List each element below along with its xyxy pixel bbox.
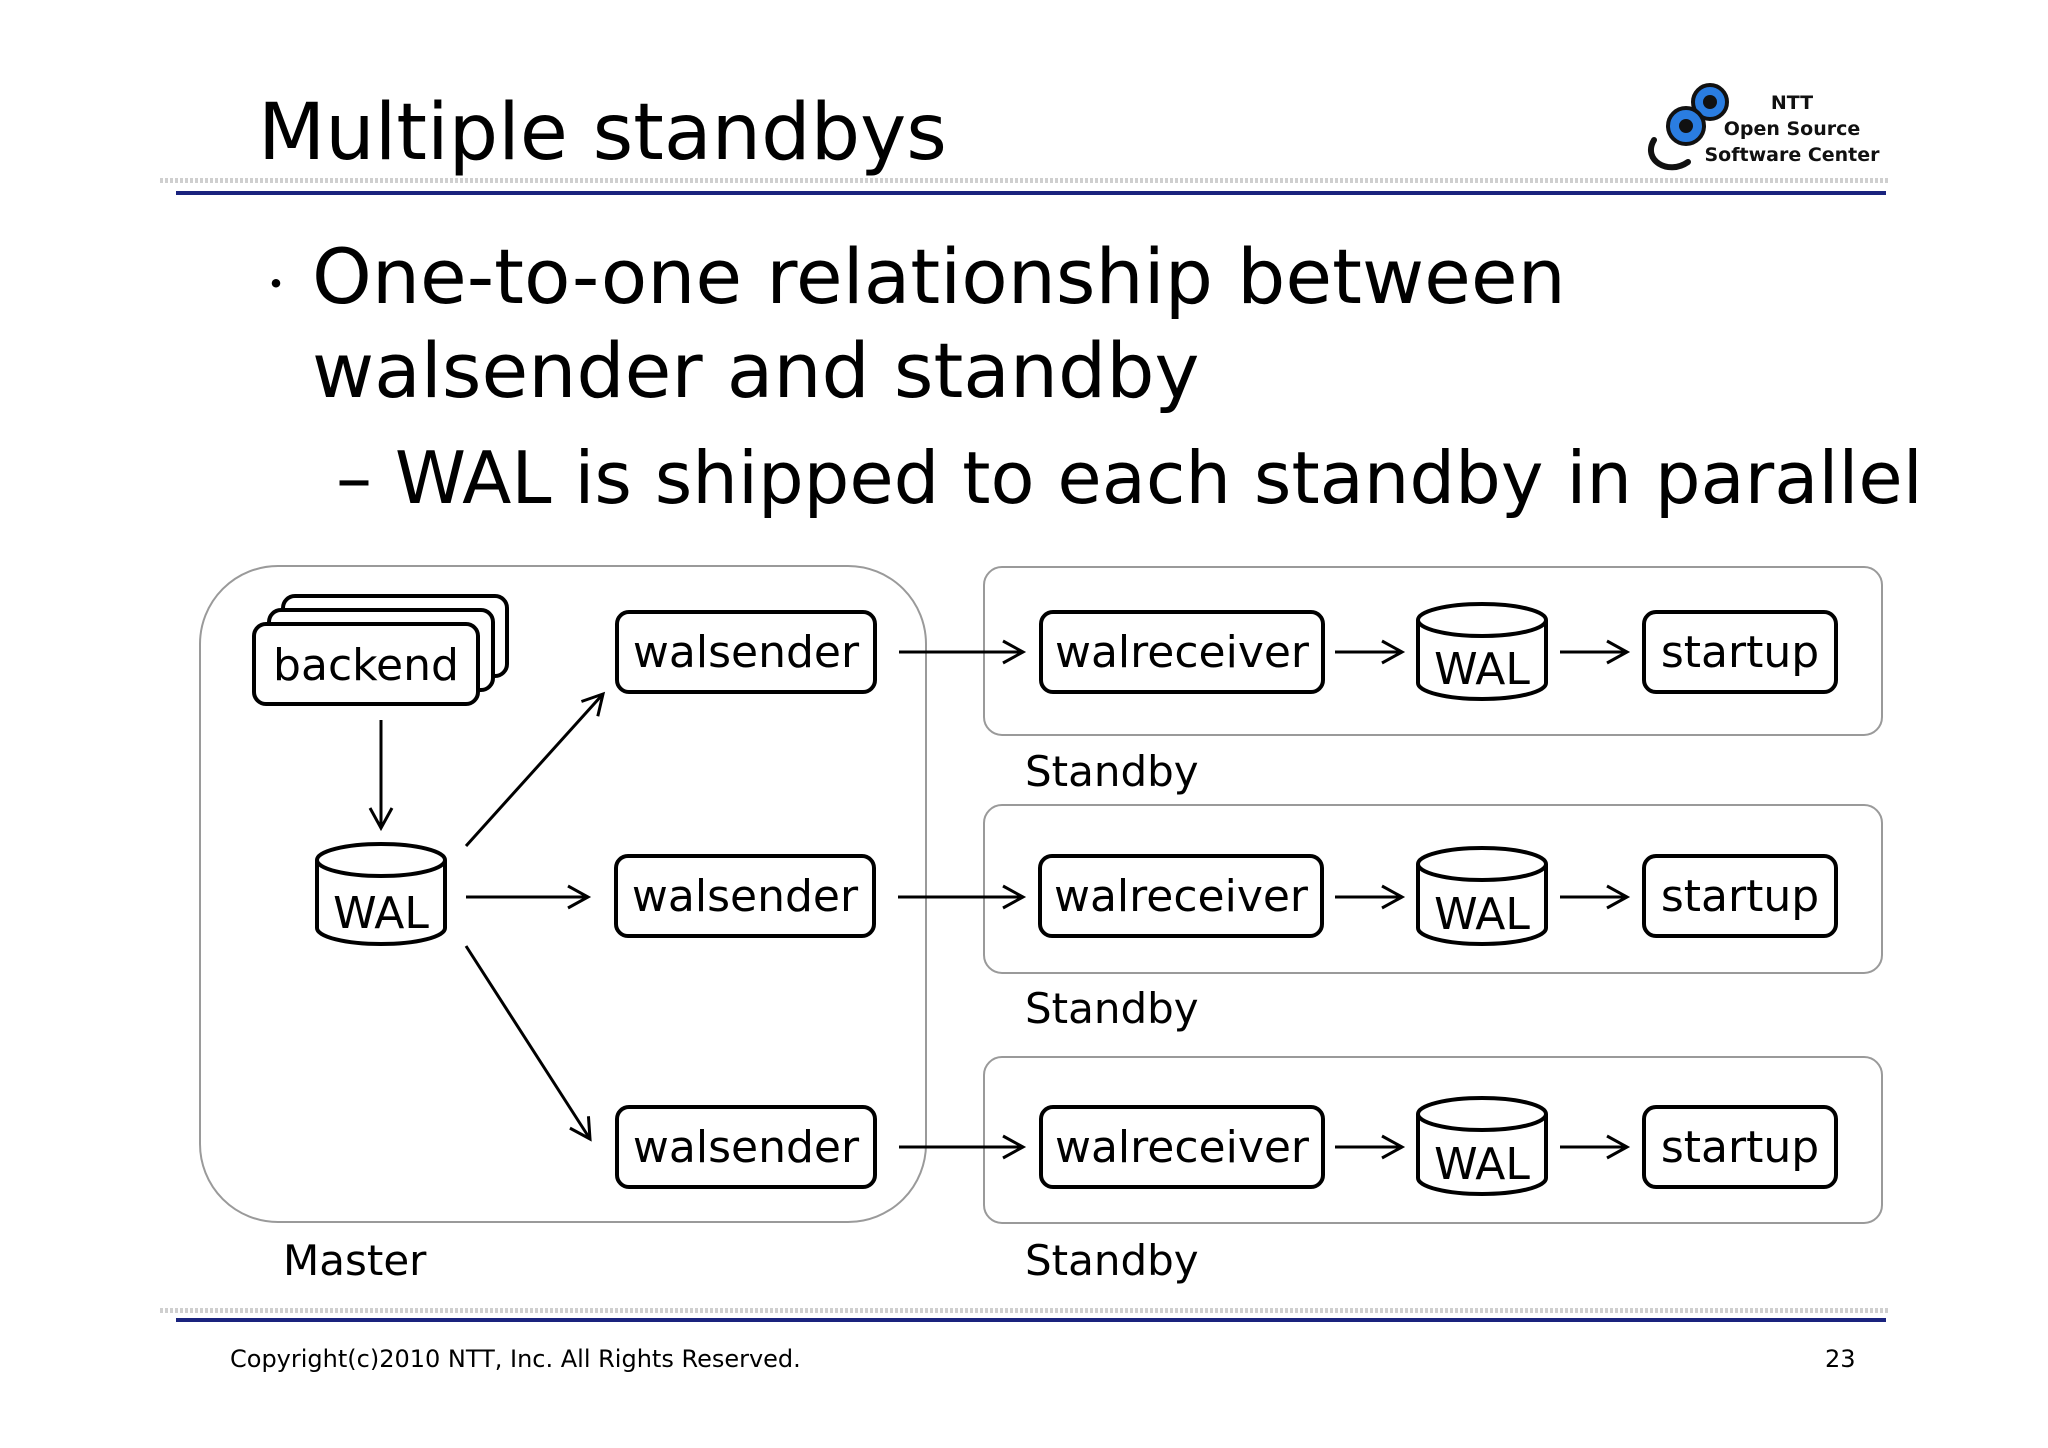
bullet-marker: ・ (256, 262, 296, 308)
ntt-oss-logo-icon (1648, 83, 1729, 171)
standby-wal-cylinder-2: WAL (1416, 846, 1548, 946)
walsender-box-3 (615, 1105, 877, 1189)
standby-group-1: walreceiver WAL startup Standby (899, 566, 1883, 796)
walsender-box-2 (614, 854, 876, 938)
standby-group-2: walreceiver WAL startup Standby (898, 804, 1883, 1033)
bullet-line-1: One-to-one relationship between (312, 232, 1566, 321)
backend-stack: backend (252, 594, 509, 706)
walreceiver-box-1 (1039, 610, 1325, 694)
master-wal-label: WAL (333, 888, 429, 939)
startup-label-2: startup (1661, 871, 1819, 922)
logo-text: NTT Open Source Software Center (1702, 90, 1882, 168)
walreceiver-box-3 (1039, 1105, 1325, 1189)
startup-box-2 (1642, 854, 1838, 938)
standby-wal-cylinder-3: WAL (1416, 1096, 1548, 1196)
startup-label-1: startup (1661, 627, 1819, 678)
arrow-wal-to-walsender-3 (464, 945, 592, 1142)
arrow-wal-to-walsender-1 (464, 691, 606, 848)
walreceiver-label-2: walreceiver (1054, 871, 1309, 922)
standby-label-3: Standby (1025, 1236, 1199, 1285)
logo-line-software-center: Software Center (1704, 144, 1880, 166)
startup-label-3: startup (1661, 1122, 1819, 1173)
walreceiver-label-1: walreceiver (1055, 627, 1310, 678)
walsender-label-2: walsender (632, 871, 859, 922)
standby-container-3 (983, 1056, 1883, 1224)
standby-wal-cylinder-1: WAL (1416, 602, 1548, 701)
header-rule (176, 191, 1886, 195)
walsender-label-1: walsender (633, 627, 860, 678)
standby-wal-label-1: WAL (1434, 644, 1530, 695)
standby-wal-label-3: WAL (1434, 1139, 1530, 1190)
standby-label-2: Standby (1025, 984, 1199, 1033)
footer-rule-light (160, 1308, 1890, 1313)
logo-line-open-source: Open Source (1723, 118, 1861, 140)
slide-title: Multiple standbys (258, 88, 947, 178)
header-rule-light (160, 178, 1890, 183)
standby-container-2 (983, 804, 1883, 974)
sub-bullet: – WAL is shipped to each standby in para… (336, 436, 1923, 520)
walsender-box-1 (615, 610, 877, 694)
standby-group-3: walreceiver WAL startup Standby (899, 1056, 1883, 1285)
bullet-line-2: walsender and standby (312, 326, 1200, 415)
page-number: 23 (1825, 1345, 1856, 1373)
master-label: Master (283, 1236, 427, 1285)
startup-box-1 (1642, 610, 1838, 694)
backend-label: backend (273, 640, 459, 691)
walsender-label-3: walsender (633, 1122, 860, 1173)
startup-box-3 (1642, 1105, 1838, 1189)
bullet-text: One-to-one relationship between walsende… (312, 230, 1566, 418)
master-container (199, 565, 927, 1223)
master-wal-cylinder: WAL (315, 842, 447, 946)
logo-line-ntt: NTT (1770, 92, 1814, 114)
walreceiver-box-2 (1038, 854, 1324, 938)
walreceiver-label-3: walreceiver (1055, 1122, 1310, 1173)
standby-label-1: Standby (1025, 747, 1199, 796)
standby-wal-label-2: WAL (1434, 889, 1530, 940)
copyright-text: Copyright(c)2010 NTT, Inc. All Rights Re… (230, 1345, 801, 1373)
footer-rule (176, 1318, 1886, 1322)
